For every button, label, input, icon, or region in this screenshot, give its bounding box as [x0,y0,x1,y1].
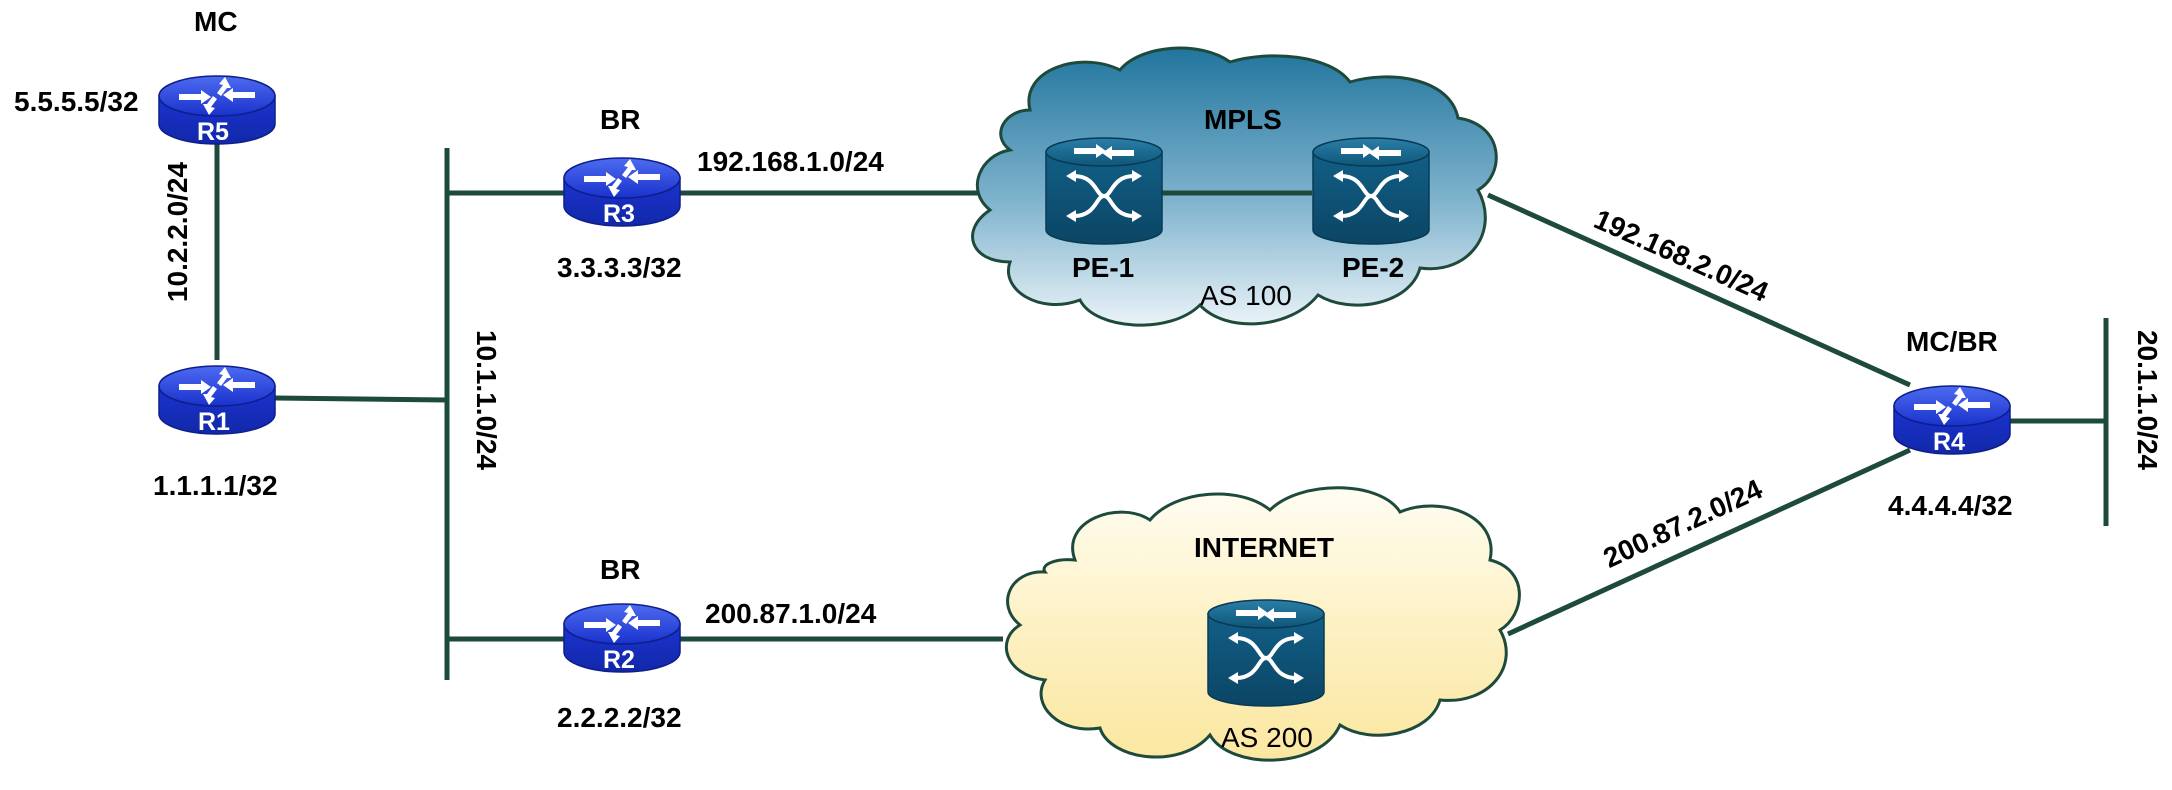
network-label-r2-internet: 200.87.1.0/24 [705,598,877,629]
internet-cloud-title: INTERNET [1194,532,1334,563]
router-name-r2: R2 [603,646,635,674]
loopback-r5: 5.5.5.5/32 [14,86,139,117]
network-label-lan: 10.1.1.0/24 [471,329,502,471]
role-label-r3: BR [600,104,641,135]
links [214,140,2109,680]
link-r1-lan [274,395,448,403]
router-name-r5: R5 [197,118,229,146]
role-label-r2: BR [600,554,641,585]
loopback-r4: 4.4.4.4/32 [1888,490,2013,521]
role-label-r5: MC [194,6,238,37]
router-name-r1: R1 [198,408,230,436]
switch-internet[interactable] [1206,598,1326,708]
mpls-switch-icon [1311,136,1431,246]
router-name-r3: R3 [603,200,635,228]
loopback-r1: 1.1.1.1/32 [153,470,278,501]
pe1-label: PE-1 [1072,252,1135,283]
router-name-r4: R4 [1933,428,1965,456]
mpls-switch-icon [1044,136,1164,246]
switch-pe1[interactable] [1044,136,1164,246]
network-label-r5-r1: 10.2.2.0/24 [162,161,193,303]
loopback-r3: 3.3.3.3/32 [557,252,682,283]
link-mpls-r4 [1486,192,1912,388]
mpls-switch-icon [1206,598,1326,708]
role-label-r4: MC/BR [1906,326,1998,357]
loopback-r2: 2.2.2.2/32 [557,702,682,733]
mpls-as-label: AS 100 [1200,280,1292,311]
network-label-r4-lan: 20.1.1.0/24 [2132,329,2163,471]
mpls-cloud-title: MPLS [1204,104,1282,135]
switch-pe2[interactable] [1311,136,1431,246]
pe2-label: PE-2 [1342,252,1405,283]
network-label-r3-pe1: 192.168.1.0/24 [697,146,884,177]
link-internet-r4 [1506,447,1912,637]
mpls-cloud [971,46,1498,327]
internet-as-label: AS 200 [1221,722,1313,753]
